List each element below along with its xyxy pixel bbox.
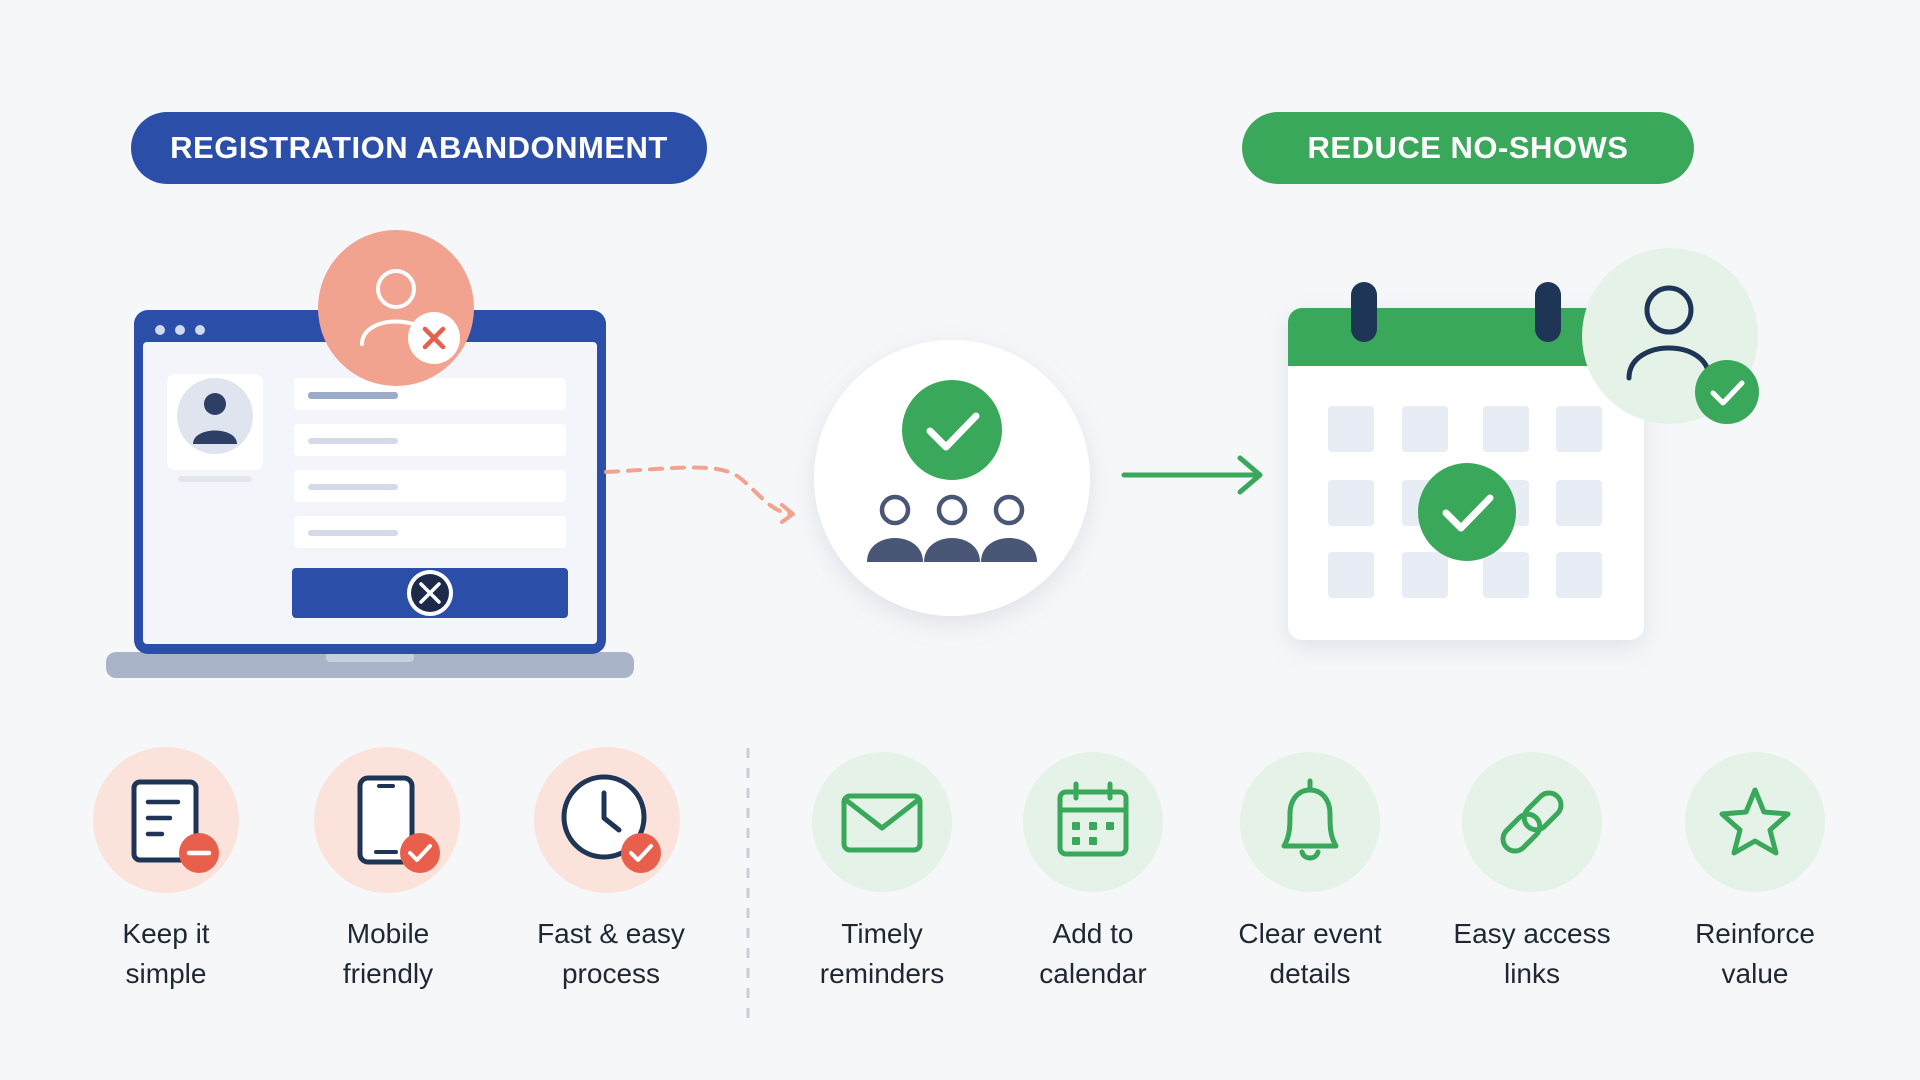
confirmed-group — [814, 340, 1090, 616]
form-field — [294, 470, 566, 502]
link-icon — [1462, 752, 1602, 892]
laptop-registration-form — [106, 230, 634, 678]
reduce-no-shows-header: REDUCE NO-SHOWS — [1242, 112, 1694, 184]
window-dot-icon — [195, 325, 205, 335]
cancel-x-icon — [407, 570, 453, 616]
green-arrow-icon — [1121, 455, 1263, 495]
calendar-check-icon — [1418, 463, 1516, 561]
dashed-arrow-head-icon — [780, 503, 795, 524]
check-circle-icon — [902, 380, 1002, 480]
dashed-connector — [604, 465, 794, 516]
document-minus-icon — [93, 747, 239, 893]
calendar-ring — [1535, 282, 1561, 342]
envelope-icon — [812, 752, 952, 892]
star-icon — [1685, 752, 1825, 892]
laptop-base — [106, 652, 634, 678]
user-abandon-icon — [318, 230, 474, 386]
calendar-grid — [1328, 406, 1602, 598]
form-field — [294, 516, 566, 548]
calendar-icon — [1023, 752, 1163, 892]
form-field — [294, 378, 566, 410]
window-dot-icon — [155, 325, 165, 335]
calendar-illustration — [1288, 248, 1759, 640]
mobile-check-icon — [314, 747, 460, 893]
form-fields — [294, 378, 566, 548]
form-field — [294, 424, 566, 456]
calendar-ring — [1351, 282, 1377, 342]
clock-check-icon — [534, 747, 680, 893]
window-dot-icon — [175, 325, 185, 335]
avatar-user-icon — [177, 378, 253, 454]
bell-icon — [1240, 752, 1380, 892]
registration-abandonment-header: REGISTRATION ABANDONMENT — [131, 112, 707, 184]
group-people-icon — [867, 494, 1037, 562]
user-confirmed-icon — [1582, 248, 1759, 424]
